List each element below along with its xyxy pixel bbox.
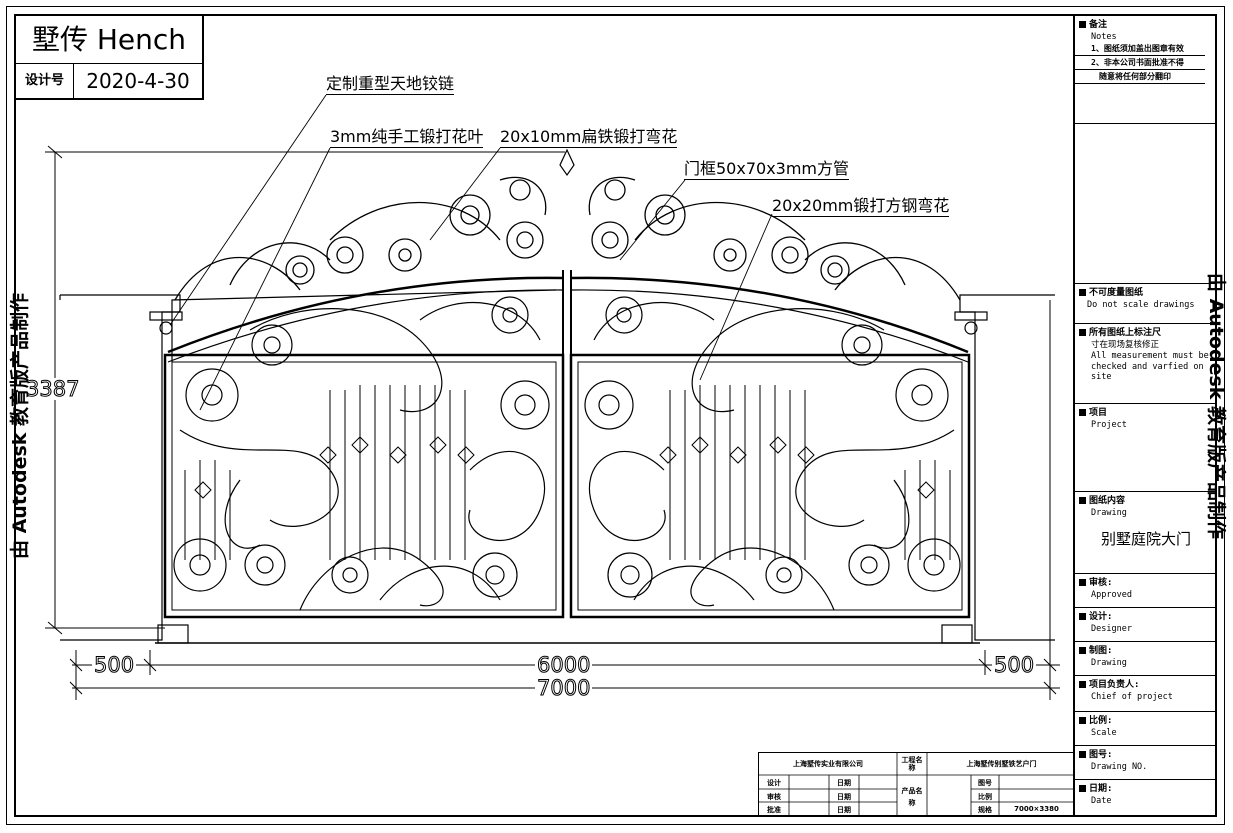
bt-company: 上海墅传实业有限公司	[793, 760, 863, 768]
tb-dwgno-en: Drawing NO.	[1091, 762, 1148, 772]
bt-project-name: 上海墅传别墅铁艺户门	[966, 760, 1037, 768]
bt-ratio: 比例	[978, 793, 992, 801]
design-number-value: 2020-4-30	[86, 69, 190, 93]
tb-measure: 所有图纸上标注尺 寸在现场复核修正 All measurement must b…	[1075, 324, 1217, 404]
dim-total: 7000	[535, 676, 593, 700]
tb-scale-cn: 比例:	[1089, 716, 1113, 726]
tb-approved: 审核: Approved	[1075, 574, 1217, 608]
watermark-left: 由 Autodesk 教育版产品制作	[9, 292, 31, 560]
tb-designer-cn: 设计:	[1089, 612, 1113, 622]
bottom-table-grid	[759, 753, 1074, 816]
tb-drawing-cn: 图纸内容	[1089, 496, 1126, 506]
bt-size-label: 规格	[978, 806, 992, 814]
tb-designer-en: Designer	[1091, 624, 1132, 634]
tb-approved-cn: 审核:	[1089, 578, 1113, 588]
tb-note-1: 1、图纸须加盖出图章有效	[1075, 42, 1205, 56]
tb-approved-en: Approved	[1091, 590, 1132, 600]
left-pillar	[59, 294, 189, 644]
callout-hinge: 定制重型天地铰链	[326, 74, 455, 95]
tb-drawn: 制图: Drawing	[1075, 642, 1217, 676]
bt-project-label: 工程名称	[901, 756, 923, 772]
inner-frame	[14, 14, 1217, 817]
outer-frame	[6, 6, 1225, 825]
tb-drawing-value: 别墅庭院大门	[1100, 530, 1191, 548]
tb-measure-cn2: 寸在现场复核修正	[1091, 340, 1160, 350]
dim-width: 6000	[535, 653, 593, 677]
bt-size-value: 7000×3380	[1014, 805, 1059, 813]
tb-noscale-cn: 不可度量图纸	[1089, 288, 1144, 298]
tb-drawing: 图纸内容 Drawing 别墅庭院大门	[1075, 492, 1217, 574]
left-pickets	[184, 385, 466, 560]
tb-chief: 项目负责人: Chief of project	[1075, 676, 1217, 712]
crown-scrolls	[174, 176, 961, 301]
dim-right-margin: 500	[992, 653, 1037, 677]
bt-date-3: 日期	[837, 806, 851, 814]
tb-drawn-cn: 制图:	[1089, 646, 1113, 656]
callout-leaf: 3mm纯手工锻打花叶	[330, 127, 484, 148]
tb-notes-en: Notes	[1091, 32, 1117, 42]
callout-frame-tube: 门框50x70x3mm方管	[684, 159, 850, 180]
bt-design: 设计	[767, 779, 781, 787]
tb-noscale-en: Do not scale drawings	[1087, 300, 1195, 310]
tb-date: 日期: Date	[1075, 780, 1217, 815]
tb-project: 项目 Project	[1075, 404, 1217, 492]
tb-noscale: 不可度量图纸 Do not scale drawings	[1075, 284, 1217, 324]
leaf-ornaments	[194, 436, 935, 499]
brand-box: 墅传 Hench 设计号 2020-4-30	[16, 16, 204, 100]
tb-scale-en: Scale	[1091, 728, 1117, 738]
tb-dwgno-cn: 图号:	[1089, 750, 1113, 760]
tb-project-en: Project	[1091, 420, 1127, 430]
tb-note-3: 随意将任何部分翻印	[1075, 70, 1205, 84]
tb-drawn-en: Drawing	[1091, 658, 1127, 668]
tb-dwgno: 图号: Drawing NO.	[1075, 746, 1217, 780]
tb-notes: 备注 Notes 1、图纸须加盖出图章有效 2、非本公司书面批准不得 随意将任何…	[1075, 16, 1217, 124]
tb-designer: 设计: Designer	[1075, 608, 1217, 642]
leader-lines	[169, 94, 773, 411]
tb-project-cn: 项目	[1089, 408, 1108, 418]
callout-flat-iron: 20x10mm扁铁锻打弯花	[500, 127, 678, 148]
left-scrollwork	[173, 296, 550, 611]
right-scrollwork	[584, 296, 961, 611]
bt-check: 审核	[767, 793, 781, 801]
title-block: 备注 Notes 1、图纸须加盖出图章有效 2、非本公司书面批准不得 随意将任何…	[1073, 16, 1217, 815]
tb-date-en: Date	[1091, 796, 1112, 806]
design-number-label: 设计号	[16, 64, 74, 98]
tb-measure-cn: 所有图纸上标注尺	[1089, 328, 1162, 338]
bt-date-1: 日期	[837, 779, 851, 787]
tb-chief-en: Chief of project	[1091, 692, 1173, 702]
bt-product-label: 产品名称	[901, 787, 923, 807]
right-pickets	[669, 385, 951, 560]
left-gate-leaf	[163, 289, 565, 619]
dim-left-margin: 500	[92, 653, 137, 677]
tb-scale: 比例: Scale	[1075, 712, 1217, 746]
tb-notes-cn: 备注	[1089, 20, 1108, 30]
callout-square-steel: 20x20mm锻打方钢弯花	[772, 196, 950, 217]
tb-measure-en2: checked and varfied on site	[1091, 362, 1204, 382]
tb-drawing-en: Drawing	[1091, 508, 1127, 518]
bt-no: 图号	[978, 779, 992, 787]
dim-height: 3387	[24, 377, 82, 401]
tb-chief-cn: 项目负责人:	[1089, 680, 1140, 690]
brand-title: 墅传 Hench	[16, 16, 202, 64]
tb-date-cn: 日期:	[1089, 784, 1113, 794]
tb-blank	[1075, 124, 1217, 284]
bottom-table: 上海墅传实业有限公司 工程名称 上海墅传别墅铁艺户门 设计 审核 批准 日期 日…	[758, 752, 1074, 816]
bt-date-2: 日期	[837, 793, 851, 801]
bt-approve: 批准	[767, 806, 781, 814]
tb-measure-en: All measurement must be	[1091, 351, 1209, 361]
tb-note-2: 2、非本公司书面批准不得	[1075, 56, 1205, 70]
